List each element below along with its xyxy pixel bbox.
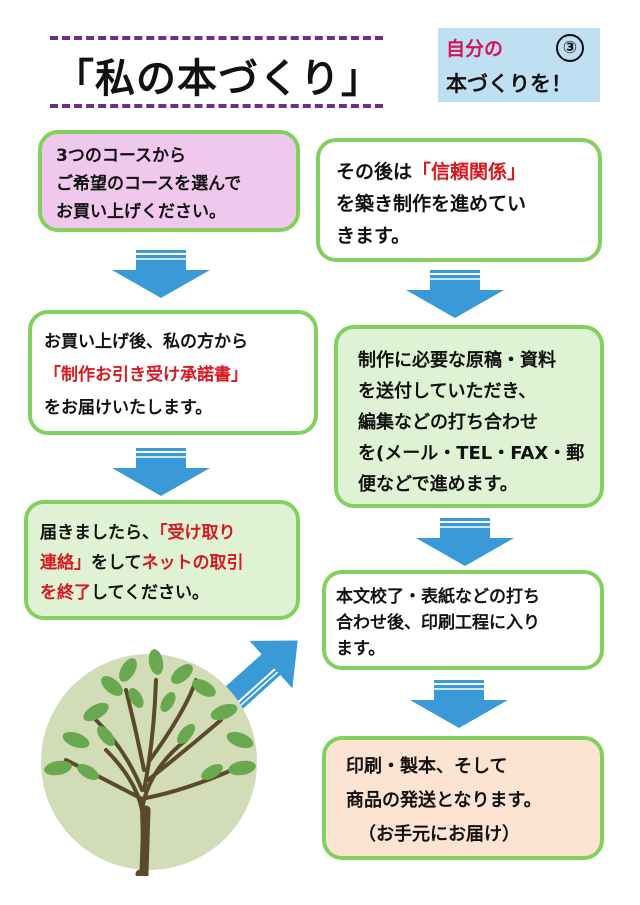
- step7-line1: 印刷・製本、そして: [346, 756, 508, 777]
- badge-number-circle: ③: [556, 34, 584, 62]
- step3-highlight-2: ネットの取引 を終了: [40, 553, 244, 603]
- step2-text: お買い上げ後、私の方から 「制作お引き受け承諾書」 をお届けいたします。: [44, 326, 248, 425]
- title-bottom-dashed-line: [50, 104, 383, 108]
- step4-text-pre: その後は: [336, 161, 413, 183]
- step5-box: 制作に必要な原稿・資料 を送付していただき、 編集などの打ち合わせ を(メール・…: [334, 325, 604, 508]
- title-top-dashed-line: [50, 36, 383, 40]
- step4-highlight: 「信頼関係」: [412, 161, 527, 183]
- step4-text-post: を築き制作を進めてい きます。: [336, 193, 527, 247]
- step6-text: 本文校了・表紙などの打ち 合わせ後、印刷工程に入り ます。: [336, 587, 540, 659]
- step3-highlight-1: 「受け取り 連絡」: [40, 523, 236, 573]
- step3-text-p2: をして: [91, 553, 142, 573]
- step7-line2: 商品の発送となります。: [346, 790, 542, 811]
- page-title-block: 「私の本づくり」: [50, 36, 383, 110]
- step4-box: その後は「信頼関係」 を築き制作を進めてい きます。: [316, 138, 602, 262]
- step2-text-post: をお届けいたします。: [44, 398, 213, 418]
- arrow-down-4: [406, 270, 504, 318]
- arrow-down-5: [416, 518, 514, 566]
- arrow-down-2: [112, 448, 210, 496]
- step3-text-p1: 届きましたら、: [40, 523, 159, 543]
- step2-text-pre: お買い上げ後、私の方から: [44, 332, 248, 352]
- tree-illustration: [41, 649, 257, 876]
- badge-line1: 自分の: [446, 38, 504, 60]
- arrow-down-6: [410, 680, 508, 728]
- step7-line3: （お手元にお届け）: [358, 824, 520, 845]
- step3-text-p3: してください。: [91, 583, 209, 603]
- badge-number: ③: [562, 38, 578, 58]
- step4-text: その後は「信頼関係」 を築き制作を進めてい きます。: [336, 156, 526, 252]
- step2-box: お買い上げ後、私の方から 「制作お引き受け承諾書」 をお届けいたします。: [28, 310, 318, 435]
- step5-text: 制作に必要な原稿・資料 を送付していただき、 編集などの打ち合わせ を(メール・…: [358, 350, 585, 495]
- badge-line2: 本づくりを！: [446, 72, 572, 96]
- step1-box: 3つのコースから ご希望のコースを選んで お買い上げください。: [38, 130, 300, 232]
- step1-text: 3つのコースから ご希望のコースを選んで お買い上げください。: [56, 146, 242, 222]
- series-badge: 自分の ③ 本づくりを！: [438, 28, 600, 102]
- arrow-up-right: [222, 640, 298, 710]
- step2-highlight: 「制作お引き受け承諾書」: [44, 365, 248, 385]
- step3-box: 届きましたら、「受け取り 連絡」をしてネットの取引 を終了してください。: [24, 500, 300, 620]
- step6-box: 本文校了・表紙などの打ち 合わせ後、印刷工程に入り ます。: [322, 570, 604, 670]
- step3-text: 届きましたら、「受け取り 連絡」をしてネットの取引 を終了してください。: [40, 518, 244, 608]
- step7-box: 印刷・製本、そして 商品の発送となります。 （お手元にお届け）: [322, 736, 604, 860]
- page-title: 「私の本づくり」: [54, 56, 382, 102]
- arrow-down-1: [112, 250, 210, 298]
